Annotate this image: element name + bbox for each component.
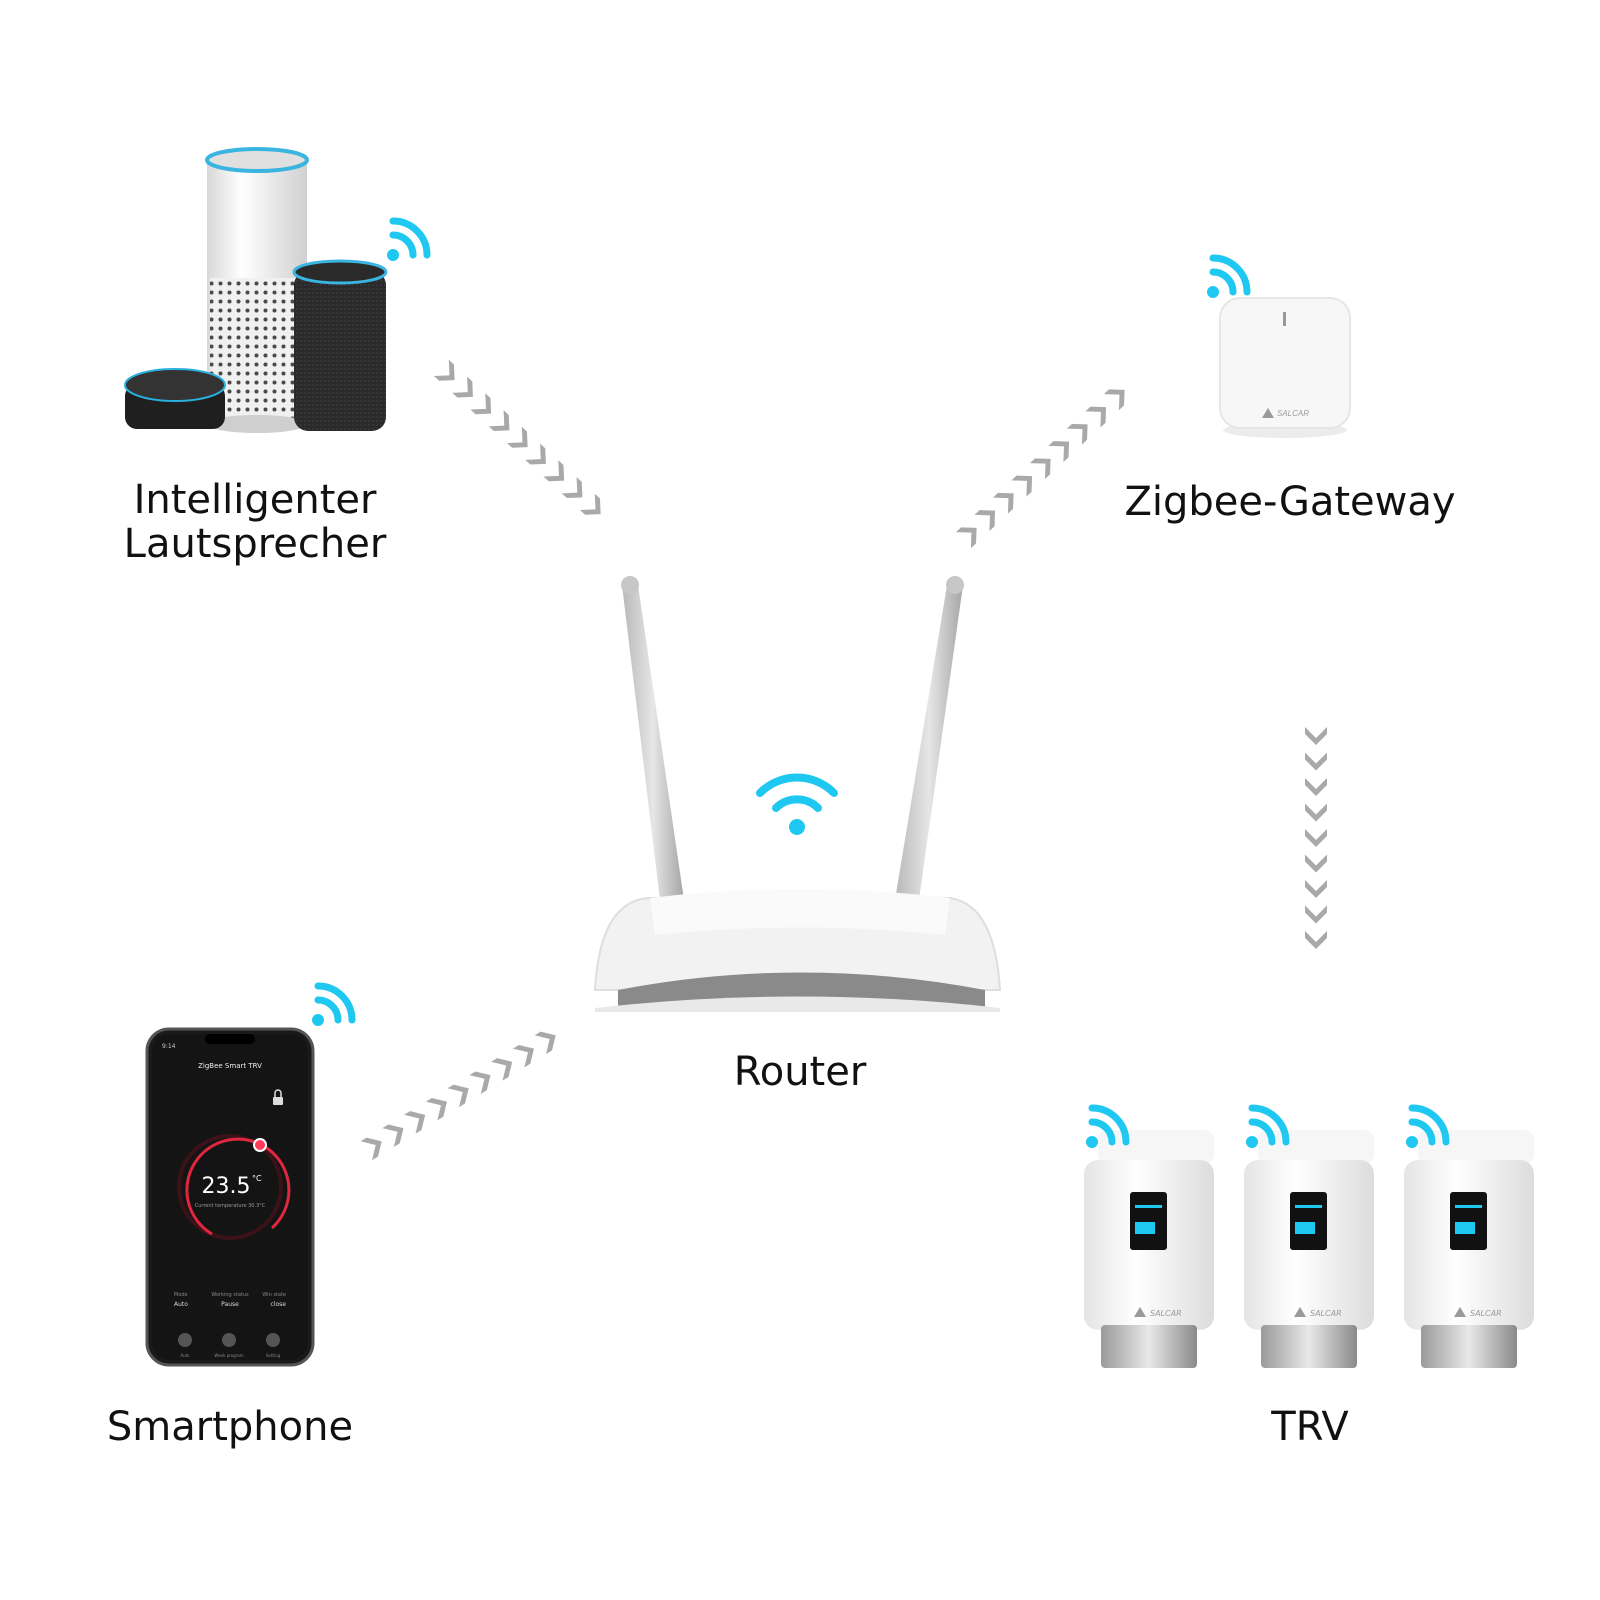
chevron-arrow-icon: [1029, 450, 1059, 480]
router-wifi-icon: [756, 773, 838, 835]
phone-working-value: Pause: [221, 1301, 239, 1308]
speaker-label-line2: Lautsprecher: [123, 521, 387, 567]
chevron-arrow-icon: [534, 1025, 562, 1055]
chevron-arrow-icon: [433, 359, 463, 389]
phone-clock: 9:14: [162, 1043, 176, 1050]
phone-app-title: ZigBee Smart TRV: [198, 1062, 262, 1070]
phone-to-router-arrow: [360, 1025, 562, 1161]
chevron-arrow-icon: [491, 1052, 518, 1081]
lock-icon: [273, 1089, 283, 1105]
phone-btn-week: Week program: [214, 1353, 243, 1358]
wifi-icon: [1207, 258, 1247, 298]
chevron-arrow-icon: [1305, 854, 1327, 873]
trv-label: TRV: [1271, 1404, 1349, 1450]
chevron-arrow-icon: [992, 485, 1022, 514]
phone-temp-unit: °C: [252, 1174, 262, 1183]
chevron-arrow-icon: [506, 426, 536, 456]
trv-device: [1404, 1130, 1534, 1368]
phone-temperature: 23.5: [202, 1174, 251, 1199]
smart-speaker-group: [124, 147, 388, 433]
phone-window-value: close: [271, 1301, 287, 1308]
phone-btn-auto: Auto: [180, 1353, 190, 1358]
chevron-arrow-icon: [425, 1092, 453, 1121]
zigbee-gateway-device: [1219, 297, 1351, 438]
speaker-label: Intelligenter Lautsprecher: [100, 478, 410, 566]
trv-brand-1: SALCAR: [1150, 1309, 1182, 1318]
chevron-arrow-icon: [1011, 468, 1040, 497]
trv-device: [1084, 1130, 1214, 1368]
chevron-arrow-icon: [1305, 778, 1327, 796]
phone-current-temp: Current temperature 30.3°C: [195, 1203, 266, 1209]
chevron-arrow-icon: [447, 1078, 475, 1108]
chevron-arrow-icon: [470, 393, 499, 422]
smartphone-label: Smartphone: [106, 1404, 354, 1450]
chevron-arrow-icon: [404, 1105, 431, 1134]
chevron-arrow-icon: [1066, 416, 1096, 445]
chevron-arrow-icon: [1305, 803, 1327, 822]
chevron-arrow-icon: [579, 493, 609, 523]
chevron-arrow-icon: [1048, 433, 1077, 462]
chevron-arrow-icon: [543, 460, 572, 489]
chevron-arrow-icon: [452, 376, 481, 405]
phone-mode-label: Mode: [174, 1292, 188, 1298]
chevron-arrow-icon: [561, 477, 590, 506]
wifi-icon: [387, 221, 427, 261]
chevron-arrow-icon: [1305, 905, 1327, 924]
chevron-arrow-icon: [1305, 727, 1327, 745]
puck-speaker: [124, 368, 226, 429]
chevron-arrow-icon: [360, 1131, 388, 1161]
speaker-label-line1: Intelligenter: [133, 477, 377, 523]
chevron-arrow-icon: [1305, 931, 1327, 949]
smartphone-device: [145, 1027, 315, 1367]
chevron-arrow-icon: [1085, 399, 1114, 428]
chevron-arrow-icon: [974, 502, 1003, 531]
chevron-arrow-icon: [382, 1118, 410, 1147]
chevron-arrow-icon: [488, 410, 517, 439]
speaker-to-router-arrow: [433, 359, 609, 523]
phone-window-label: Win state: [262, 1292, 286, 1298]
chevron-arrow-icon: [469, 1065, 497, 1094]
trv-brand-2: SALCAR: [1310, 1309, 1342, 1318]
wifi-icon: [312, 986, 352, 1026]
chevron-arrow-icon: [512, 1039, 540, 1068]
chevron-arrow-icon: [955, 519, 985, 549]
trv-device: [1244, 1130, 1374, 1368]
chevron-arrow-icon: [1305, 880, 1327, 898]
gateway-label: Zigbee-Gateway: [1124, 479, 1456, 525]
router-device: [593, 576, 1002, 1012]
gateway-brand: SALCAR: [1277, 409, 1309, 418]
chevron-arrow-icon: [1305, 829, 1327, 847]
phone-working-label: Working status: [211, 1292, 249, 1298]
phone-btn-setting: Setting: [266, 1353, 281, 1358]
fabric-speaker: [292, 259, 388, 431]
tall-speaker: [205, 147, 309, 433]
phone-mode-value: Auto: [174, 1301, 188, 1308]
gateway-to-trv-arrow: [1305, 727, 1327, 949]
chevron-arrow-icon: [525, 443, 554, 472]
router-label: Router: [733, 1049, 867, 1095]
chevron-arrow-icon: [1305, 752, 1327, 771]
trv-brand-3: SALCAR: [1470, 1309, 1502, 1318]
chevron-arrow-icon: [1103, 381, 1133, 411]
